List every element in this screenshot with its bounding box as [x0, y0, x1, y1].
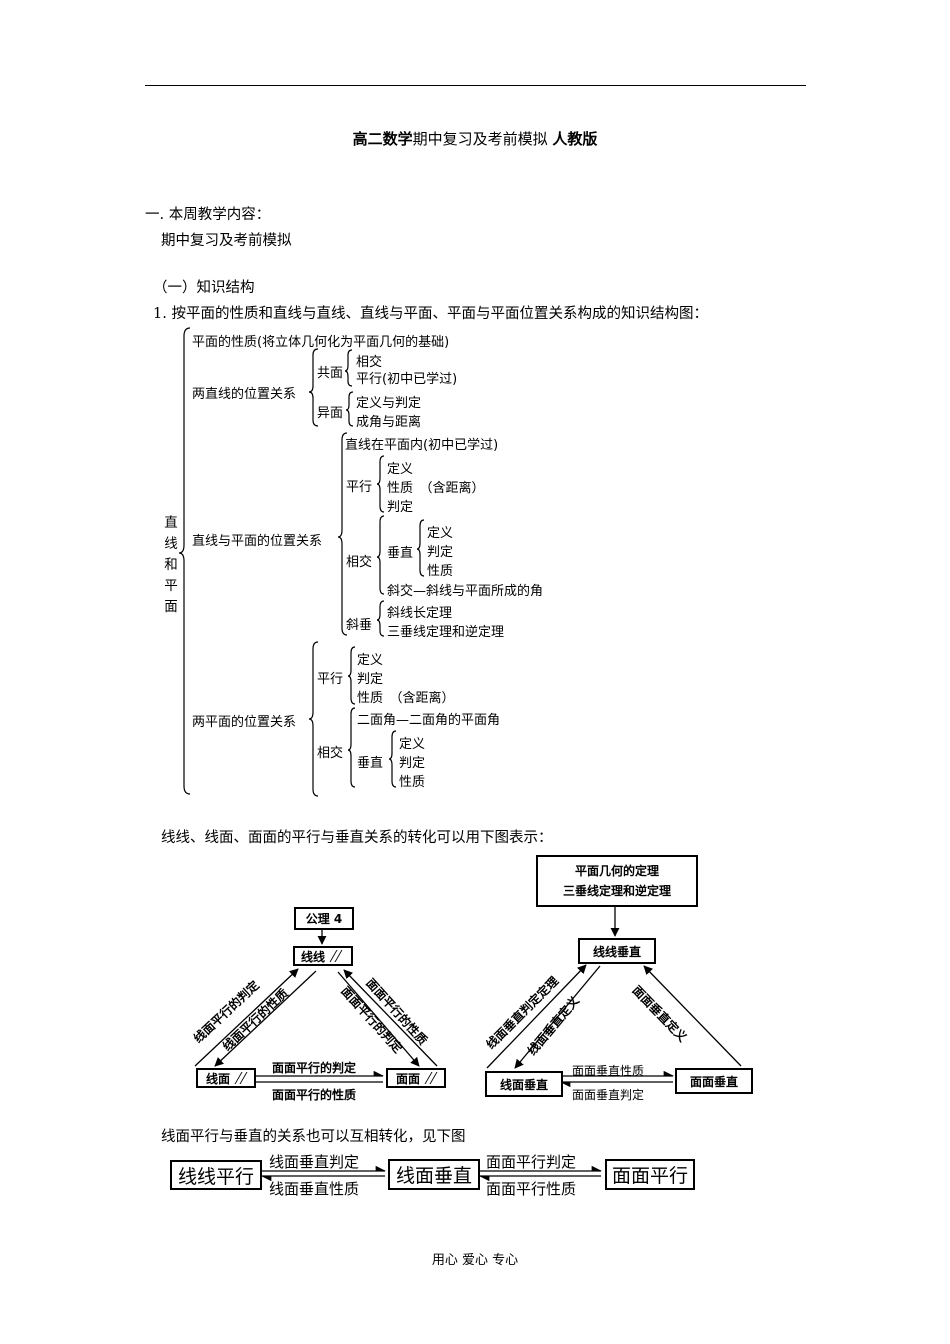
brace-lp-int — [376, 515, 385, 595]
node-line-plane: 线面 — [196, 1068, 256, 1088]
parallel-icon — [234, 1072, 248, 1084]
page-footer: 用心 爱心 专心 — [431, 1253, 519, 1268]
edge-label: 面面垂直性质 — [572, 1064, 645, 1078]
tree-node: 成角与距离 — [356, 415, 422, 430]
item-1-text: 1. 按平面的性质和直线与直线、直线与平面、平面与平面位置关系构成的知识结构图： — [153, 306, 708, 322]
tree-node: 斜交—斜线与平面所成的角 — [387, 584, 544, 599]
tree-node: 定义 — [427, 526, 454, 541]
tree-node: 两平面的位置关系 — [192, 715, 297, 730]
tree-node: 性质 （含距离） — [387, 481, 485, 496]
tree-node: 判定 — [357, 672, 384, 687]
chain-label: 线面垂直判定 — [269, 1153, 360, 1171]
chain-box-line-plane-perp: 线面垂直 — [388, 1159, 480, 1190]
tree-node: 平面的性质(将立体几何化为平面几何的基础) — [192, 335, 450, 350]
tree-node: 性质 — [427, 564, 454, 579]
brace-ll-coplanar — [344, 349, 353, 387]
tree-node: 性质 — [399, 775, 426, 790]
brace-lp-perp — [416, 519, 425, 577]
transform-intro: 线线、线面、面面的平行与垂直关系的转化可以用下图表示： — [161, 830, 553, 846]
tree-node: 判定 — [399, 756, 426, 771]
tree-node: 垂直 — [357, 756, 384, 771]
node-line-line: 线线 — [293, 946, 353, 966]
section-content: 期中复习及考前模拟 — [161, 233, 292, 249]
relation-intro: 线面平行与垂直的关系也可以互相转化，见下图 — [161, 1129, 466, 1145]
arrow-r-right-up — [643, 965, 742, 1067]
tree-node: 垂直 — [387, 546, 414, 561]
tree-node: 平行(初中已学过) — [356, 372, 458, 387]
chain-label: 面面平行判定 — [486, 1153, 577, 1171]
source-box: 平面几何的定理三垂线定理和逆定理 — [536, 855, 698, 907]
node-plane-plane: 面面 — [386, 1068, 446, 1088]
brace-lp-par — [376, 455, 385, 513]
tree-node: 直线在平面内(初中已学过) — [345, 438, 499, 453]
tree-node: 相交 — [346, 555, 373, 570]
tree-node: 二面角—二面角的平面角 — [357, 713, 501, 728]
tree-node: 平行 — [346, 480, 373, 495]
arrow-left-up — [194, 968, 299, 1067]
brace-lp — [337, 432, 348, 636]
tree-node: 定义 — [357, 653, 384, 668]
tree-node: 共面 — [317, 366, 344, 381]
tree-node: 定义 — [399, 737, 426, 752]
tree-node: 直线与平面的位置关系 — [192, 534, 323, 549]
brace-root — [178, 327, 191, 795]
brace-pp — [308, 641, 319, 797]
tree-node: 定义与判定 — [356, 396, 422, 411]
arrow-r-left-down — [514, 965, 601, 1069]
brace-pp-perp — [388, 730, 397, 788]
tree-root-label: 直线和平面 — [164, 515, 178, 615]
node-plane-plane-perp: 面面垂直 — [675, 1068, 753, 1094]
brace-pp-par — [347, 646, 356, 705]
subsection-heading: （一）知识结构 — [153, 280, 255, 296]
brace-pp-int — [347, 707, 356, 788]
node-line-line-perp: 线线垂直 — [578, 938, 656, 964]
edge-label: 面面平行的性质 — [272, 1088, 357, 1102]
tree-node: 斜线长定理 — [387, 606, 453, 621]
tree-node: 判定 — [427, 545, 454, 560]
section-heading: 一. 本周教学内容： — [145, 207, 271, 223]
brace-ll-skew — [345, 391, 354, 427]
tree-node: 相交 — [317, 746, 344, 761]
tree-node: 定义 — [387, 462, 414, 477]
tree-node: 异面 — [317, 406, 344, 421]
tree-node: 判定 — [387, 500, 414, 515]
arrow-right-up — [343, 969, 438, 1067]
tree-node: 三垂线定理和逆定理 — [387, 625, 505, 640]
chain-box-plane-plane-parallel: 面面平行 — [605, 1159, 695, 1190]
axiom-box: 公理 4 — [294, 907, 354, 930]
edge-label: 面面垂直判定 — [572, 1088, 645, 1102]
arrow-left-down — [214, 970, 317, 1067]
parallel-icon — [424, 1072, 438, 1084]
tree-node: 平行 — [317, 672, 344, 687]
node-line-plane-perp: 线面垂直 — [485, 1071, 563, 1097]
arrow-r-left-up — [486, 964, 587, 1069]
header-rule — [145, 85, 806, 86]
parallel-icon — [329, 950, 343, 962]
page-title: 高二数学期中复习及考前模拟 人教版 — [352, 130, 598, 148]
brace-lp-slant — [376, 600, 385, 637]
chain-label: 线面垂直性质 — [269, 1180, 360, 1198]
brace-ll — [308, 348, 319, 427]
tree-node: 斜垂 — [346, 618, 373, 633]
chain-box-line-line-parallel: 线线平行 — [170, 1160, 262, 1190]
edge-label: 面面平行的判定 — [272, 1061, 357, 1075]
arrow-right-down — [337, 971, 420, 1067]
tree-node: 相交 — [356, 355, 383, 370]
tree-node: 性质 （含距离） — [357, 691, 455, 706]
tree-node: 两直线的位置关系 — [192, 387, 297, 402]
chain-label: 面面平行性质 — [486, 1180, 577, 1198]
